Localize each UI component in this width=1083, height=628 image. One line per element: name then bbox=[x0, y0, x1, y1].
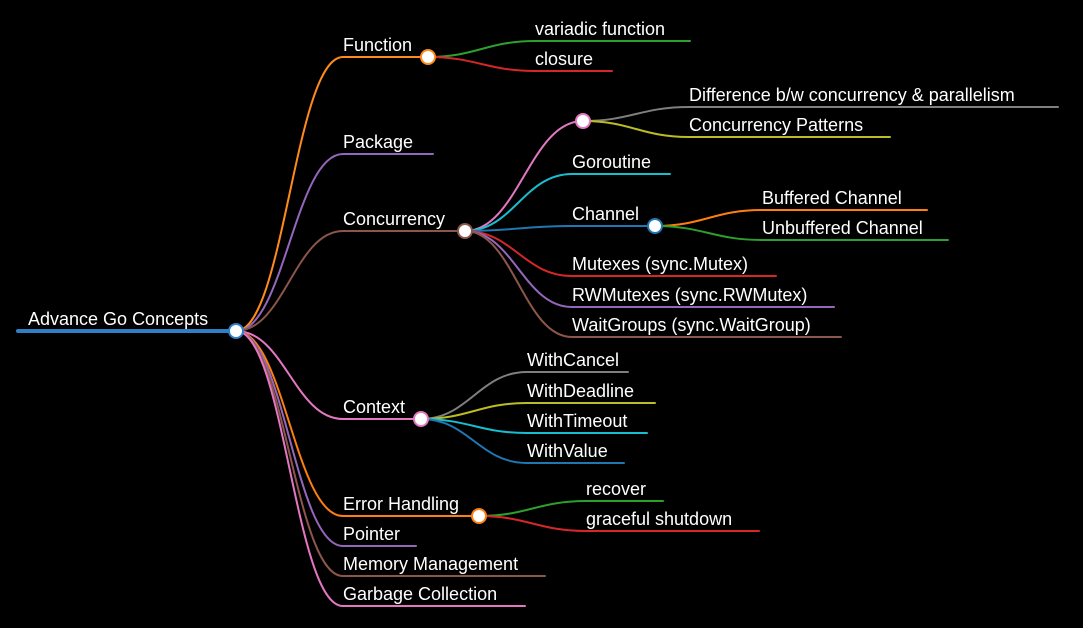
recover-edge bbox=[478, 500, 587, 517]
mind-map-underlines bbox=[16, 40, 1059, 607]
variadic-label: variadic function bbox=[535, 19, 665, 39]
package-label: Package bbox=[343, 132, 413, 152]
graceful-edge bbox=[478, 515, 587, 532]
concurrency-node-circle[interactable] bbox=[457, 223, 473, 239]
context-edge bbox=[235, 330, 344, 420]
root-label: Advance Go Concepts bbox=[28, 309, 208, 329]
waitgroups-label: WaitGroups (sync.WaitGroup) bbox=[572, 315, 811, 335]
withcancel-edge bbox=[420, 371, 528, 420]
patterns-edge bbox=[582, 120, 690, 138]
gc-label: Garbage Collection bbox=[343, 584, 497, 604]
graceful-label: graceful shutdown bbox=[586, 509, 732, 529]
channel-edge bbox=[464, 225, 573, 232]
function-edge bbox=[235, 56, 344, 332]
goroutine-edge bbox=[464, 173, 573, 232]
error-handling-node-circle[interactable] bbox=[471, 508, 487, 524]
function-label: Function bbox=[343, 35, 412, 55]
buffered-edge bbox=[654, 209, 763, 227]
concurrency-label: Concurrency bbox=[343, 209, 445, 229]
withdeadline-label: WithDeadline bbox=[527, 381, 634, 401]
withcancel-label: WithCancel bbox=[527, 350, 619, 370]
withvalue-label: WithValue bbox=[527, 441, 608, 461]
mind-map-nodes bbox=[228, 49, 663, 524]
variadic-edge bbox=[427, 40, 536, 58]
difference-label: Difference b/w concurrency & parallelism bbox=[689, 85, 1015, 105]
withvalue-edge bbox=[420, 418, 528, 464]
patterns-label: Concurrency Patterns bbox=[689, 115, 863, 135]
mind-map-edges bbox=[235, 40, 763, 607]
diff-group-node-circle[interactable] bbox=[575, 113, 591, 129]
buffered-label: Buffered Channel bbox=[762, 188, 902, 208]
withtimeout-label: WithTimeout bbox=[527, 411, 627, 431]
mutexes-label: Mutexes (sync.Mutex) bbox=[572, 254, 748, 274]
error-handling-label: Error Handling bbox=[343, 494, 459, 514]
error-handling-edge bbox=[235, 330, 344, 517]
pointer-edge bbox=[235, 330, 344, 547]
package-edge bbox=[235, 153, 344, 332]
concurrency-edge bbox=[235, 230, 344, 332]
function-node-circle[interactable] bbox=[420, 49, 436, 65]
waitgroups-edge bbox=[464, 230, 573, 338]
rwmutexes-label: RWMutexes (sync.RWMutex) bbox=[572, 285, 807, 305]
goroutine-label: Goroutine bbox=[572, 152, 651, 172]
difference-edge bbox=[582, 106, 690, 122]
recover-label: recover bbox=[586, 479, 646, 499]
channel-node-circle[interactable] bbox=[647, 218, 663, 234]
unbuffered-label: Unbuffered Channel bbox=[762, 218, 923, 238]
closure-label: closure bbox=[535, 49, 593, 69]
context-node-circle[interactable] bbox=[413, 411, 429, 427]
closure-edge bbox=[427, 56, 536, 72]
gc-edge bbox=[235, 330, 344, 607]
unbuffered-edge bbox=[654, 225, 763, 241]
memory-edge bbox=[235, 330, 344, 577]
mind-map-labels: Advance Go Concepts Function variadic func… bbox=[28, 19, 1015, 604]
rwmutexes-edge bbox=[464, 230, 573, 308]
diff-group-edge bbox=[464, 120, 584, 232]
root-node-circle[interactable] bbox=[228, 323, 244, 339]
pointer-label: Pointer bbox=[343, 524, 400, 544]
channel-label: Channel bbox=[572, 204, 639, 224]
memory-label: Memory Management bbox=[343, 554, 518, 574]
context-label: Context bbox=[343, 397, 405, 417]
